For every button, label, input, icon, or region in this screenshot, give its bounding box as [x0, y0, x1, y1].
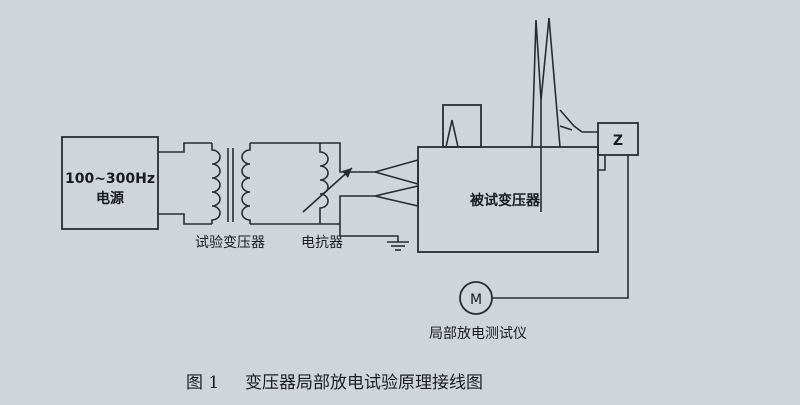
- bushing-tap-shield: [559, 125, 573, 131]
- figure-caption: 变压器局部放电试验原理接线图: [245, 373, 483, 393]
- reactor-adjust-arrow-line: [302, 167, 353, 213]
- power-source-box: [61, 136, 159, 230]
- wire-reactor-dut-bottom: [320, 195, 375, 225]
- wire-impedance-meter: [492, 155, 629, 299]
- power-source-frequency: 100~300Hz: [65, 171, 155, 187]
- reactor-adjust-arrowhead: [342, 168, 352, 178]
- pd-meter-symbol: M: [470, 292, 482, 308]
- dut-transformer-tank: [417, 146, 599, 253]
- wire-source-bottom: [158, 213, 212, 225]
- wire-to-ground: [339, 224, 399, 242]
- pd-meter-circle: [459, 281, 493, 315]
- conservator-box: [442, 104, 482, 148]
- test-transformer-primary-coil: [211, 143, 221, 224]
- dut-transformer-label: 被试变压器: [470, 192, 541, 209]
- reactor-coil: [319, 143, 329, 224]
- impedance-ground-lead: [598, 155, 606, 171]
- bushing-tap-lead: [559, 109, 598, 133]
- wire-reactor-dut-top: [320, 142, 375, 173]
- reactor-label: 电抗器: [301, 235, 343, 251]
- test-transformer-label: 试验变压器: [195, 235, 265, 251]
- pd-meter-label: 局部放电测试仪: [429, 326, 527, 342]
- impedance-label: Z: [613, 133, 623, 149]
- top-small-bushing: [445, 119, 459, 148]
- power-source-label: 电源: [96, 190, 124, 207]
- impedance-box: [597, 122, 639, 156]
- test-transformer-secondary-coil: [241, 143, 251, 224]
- wire-source-top: [158, 142, 212, 153]
- figure-number: 图 1: [186, 373, 219, 393]
